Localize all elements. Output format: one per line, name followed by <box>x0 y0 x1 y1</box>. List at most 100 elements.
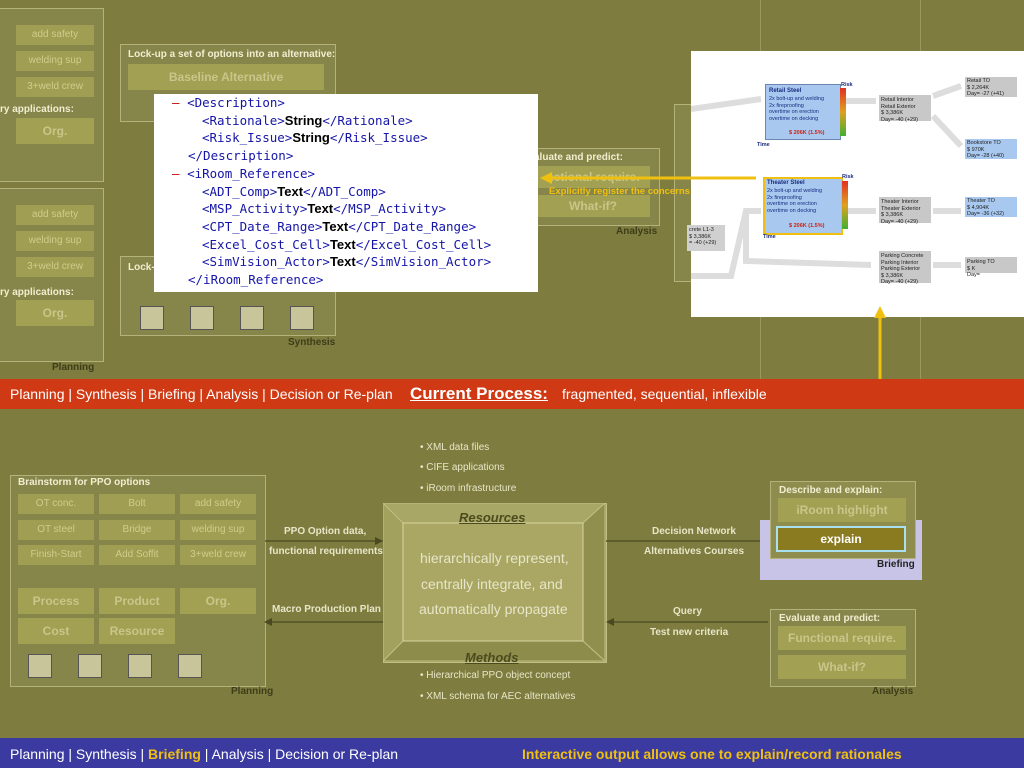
nav-text: Planning | Synthesis | Briefing | Analys… <box>10 386 393 402</box>
ppo-category-cell[interactable]: Org. <box>180 588 256 614</box>
decision-network-label: Decision Network <box>652 526 736 537</box>
option-cell[interactable]: welding sup <box>16 231 94 251</box>
current-process-bar: Planning | Synthesis | Briefing | Analys… <box>0 379 1024 409</box>
ppo-option-cell[interactable]: Bolt <box>99 494 175 514</box>
xml-line: <Risk_Issue>String</Risk_Issue> <box>202 130 428 146</box>
ppo-category-cell[interactable]: Process <box>18 588 94 614</box>
macro-plan-label: Macro Production Plan <box>272 604 381 615</box>
retail-interior-node[interactable] <box>879 95 931 121</box>
planning-label: Planning <box>231 686 274 697</box>
ppo-category-cell[interactable]: Product <box>99 588 175 614</box>
bullet-item: • XML schema for AEC alternatives <box>420 691 576 702</box>
concrete-text: crete L1-3$ 3,386K= -40 (+29) <box>689 227 717 246</box>
retail-steel-cost: $ 206K (1.5%) <box>789 130 825 136</box>
theater-to-node[interactable] <box>965 197 1017 217</box>
excel-icon[interactable] <box>128 654 152 678</box>
func-req-label: functional requirements <box>269 546 383 557</box>
option-cell[interactable]: welding sup <box>16 51 94 71</box>
applications-label: ry applications: <box>0 104 74 115</box>
describe-label: Describe and explain: <box>779 485 883 496</box>
applications-label: ry applications: <box>0 287 74 298</box>
bookstore-to-node[interactable] <box>965 139 1017 159</box>
functional-cell[interactable]: Functional require. <box>778 626 906 650</box>
query-label: Query <box>673 606 702 617</box>
chart-app-icon[interactable] <box>178 654 202 678</box>
ppo-category-cell[interactable]: Cost <box>18 618 94 644</box>
retail-to-node[interactable] <box>965 77 1017 97</box>
xml-lines: – <Description><Rationale>String</Ration… <box>172 94 491 289</box>
xml-line: <MSP_Activity>Text</MSP_Activity> <box>202 201 447 217</box>
concrete-node[interactable] <box>687 225 725 251</box>
ppo-option-cell[interactable]: OT conc. <box>18 494 94 514</box>
excel-icon[interactable] <box>240 306 264 330</box>
center-line-3: automatically propagate <box>419 601 568 617</box>
functional-cell-top[interactable]: nctional require. <box>536 166 650 188</box>
option-cell[interactable]: 3+weld crew <box>16 257 94 277</box>
org-cell[interactable]: Org. <box>16 300 94 326</box>
retail-steel-node[interactable] <box>765 84 841 140</box>
explicit-label: Explicitly register the concerns <box>549 186 690 197</box>
time-label: Time <box>763 234 776 240</box>
simvision-icon[interactable] <box>190 306 214 330</box>
ppo-option-cell[interactable]: Bridge <box>99 520 175 540</box>
ppo-option-cell[interactable]: add safety <box>180 494 256 514</box>
xml-line: <CPT_Date_Range>Text</CPT_Date_Range> <box>202 218 477 234</box>
xml-schema-box: – <Description><Rationale>String</Ration… <box>154 94 538 292</box>
whatif-cell[interactable]: What-if? <box>778 655 906 679</box>
alternatives-label: Alternatives Courses <box>644 546 745 557</box>
baseline-alternative[interactable]: Baseline Alternative <box>128 64 324 90</box>
planning-app-icon[interactable] <box>28 654 52 678</box>
whatif-cell-top[interactable]: What-if? <box>536 195 650 217</box>
option-cell[interactable]: 3+weld crew <box>16 77 94 97</box>
current-process-label: Current Process: <box>410 384 548 403</box>
xml-line: – <Description> <box>172 95 285 110</box>
ppo-option-cell[interactable]: OT steel <box>18 520 94 540</box>
brainstorm-title: Brainstorm for PPO options <box>18 477 151 488</box>
nav-text: Planning | Synthesis | Briefing | Analys… <box>10 746 399 762</box>
evaluate-label: Evaluate and predict: <box>779 613 881 624</box>
ppo-option-cell[interactable]: Finish-Start <box>18 545 94 565</box>
xml-line: </Description> <box>188 148 294 164</box>
ppo-option-cell[interactable]: 3+weld crew <box>180 545 256 565</box>
simvision-icon[interactable] <box>78 654 102 678</box>
ppo-option-cell[interactable]: welding sup <box>180 520 256 540</box>
risk-gauge <box>840 88 846 136</box>
risk-label: Risk <box>842 174 854 180</box>
theater-steel-node[interactable] <box>763 177 843 235</box>
planning-label: Planning <box>52 362 95 373</box>
org-cell[interactable]: Org. <box>16 118 94 144</box>
parking-to-node[interactable] <box>965 257 1017 273</box>
lockup-title: Lock-up a set of options into an alterna… <box>128 49 336 60</box>
briefing-label: Briefing <box>877 559 915 570</box>
briefing-nav: Briefing <box>148 746 201 762</box>
lockup-title-2: Lock- <box>128 262 155 273</box>
interactive-output-bar: Planning | Synthesis | Briefing | Analys… <box>0 738 1024 768</box>
methods-label: Methods <box>465 650 519 665</box>
theater-steel-cost: $ 206K (1.5%) <box>789 223 825 229</box>
box-bevel <box>383 503 607 663</box>
chart-app-icon[interactable] <box>290 306 314 330</box>
theater-interior-node[interactable] <box>879 197 931 223</box>
ppo-option-cell[interactable]: Add Soffit <box>99 545 175 565</box>
theater-steel-title: Theater Steel <box>767 180 805 186</box>
analysis-label-top: Analysis <box>616 226 658 237</box>
iroom-highlight-cell[interactable]: iRoom highlight <box>778 498 906 522</box>
option-cell[interactable]: add safety <box>16 25 94 45</box>
xml-line: <ADT_Comp>Text</ADT_Comp> <box>202 183 386 199</box>
center-line-2: centrally integrate, and <box>421 576 563 592</box>
parking-node[interactable] <box>879 251 931 283</box>
planning-app-icon[interactable] <box>140 306 164 330</box>
bullet-item: • Hierarchical PPO object concept <box>420 670 571 681</box>
ppo-category-cell[interactable]: Resource <box>99 618 175 644</box>
risk-label: Risk <box>841 82 853 88</box>
option-cell[interactable]: add safety <box>16 205 94 225</box>
xml-line: </iRoom_Reference> <box>188 272 324 288</box>
xml-line: <Excel_Cost_Cell>Text</Excel_Cost_Cell> <box>202 236 492 252</box>
explain-button[interactable]: explain <box>776 526 906 552</box>
